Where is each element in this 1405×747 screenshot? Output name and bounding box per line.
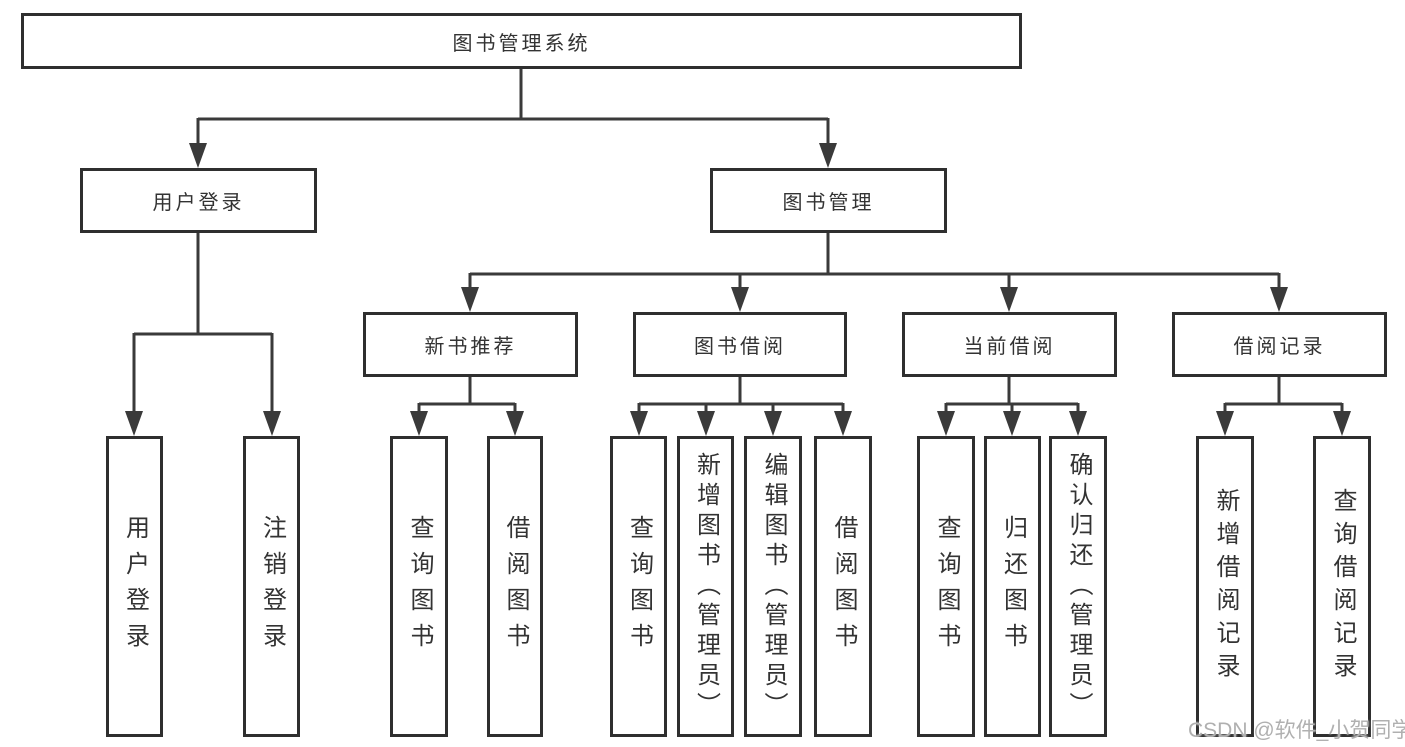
- node-label: 新书推荐: [424, 336, 517, 358]
- node-new-book-recommendation: 新书推荐: [363, 312, 578, 377]
- csdn-watermark: CSDN @软件_小贺同学: [1188, 719, 1405, 742]
- node-label: 当前借阅: [963, 336, 1056, 358]
- leaf-query-books-current: 查询图书: [917, 436, 975, 737]
- connector-borrowing-to-leaves: [630, 377, 852, 436]
- node-label: 借阅图书: [830, 514, 857, 659]
- node-book-management: 图书管理: [710, 168, 947, 233]
- node-label: 用户登录: [152, 192, 245, 214]
- leaf-borrow-books-borrowing: 借阅图书: [814, 436, 872, 737]
- node-book-borrowing: 图书借阅: [633, 312, 847, 377]
- node-label: 查询借阅记录: [1329, 487, 1356, 686]
- node-label: 查询图书: [406, 514, 433, 659]
- leaf-borrow-books-recommend: 借阅图书: [487, 436, 543, 737]
- leaf-return-books: 归还图书: [984, 436, 1041, 737]
- node-label: 查询图书: [933, 514, 960, 659]
- connector-bookmgmt-to-level3: [461, 233, 1288, 312]
- node-label: 编辑图书（管理员）: [760, 451, 787, 722]
- node-label: 确认归还（管理员）: [1065, 451, 1092, 722]
- leaf-query-books-recommend: 查询图书: [390, 436, 448, 737]
- connector-recommend-to-leaves: [410, 377, 524, 436]
- leaf-add-books-admin: 新增图书（管理员）: [677, 436, 734, 737]
- leaf-query-books-borrowing: 查询图书: [610, 436, 667, 737]
- connector-userlogin-to-leaves: [125, 233, 281, 436]
- node-label: 图书管理系统: [452, 32, 591, 55]
- node-label: 查询图书: [625, 514, 653, 659]
- connector-root-to-level2: [189, 67, 837, 168]
- node-label: 新增图书（管理员）: [692, 451, 720, 722]
- leaf-user-login: 用户登录: [106, 436, 163, 737]
- node-label: 用户登录: [121, 514, 149, 659]
- leaf-edit-books-admin: 编辑图书（管理员）: [744, 436, 802, 737]
- connector-records-to-leaves: [1216, 377, 1351, 436]
- node-library-management-system: 图书管理系统: [21, 13, 1022, 69]
- node-label: 图书借阅: [694, 336, 786, 358]
- leaf-add-borrow-record: 新增借阅记录: [1196, 436, 1254, 737]
- leaf-confirm-return-admin: 确认归还（管理员）: [1049, 436, 1107, 737]
- leaf-logout: 注销登录: [243, 436, 300, 737]
- node-label: 新增借阅记录: [1212, 487, 1239, 686]
- node-current-borrowing: 当前借阅: [902, 312, 1117, 377]
- node-label: 借阅图书: [502, 514, 529, 659]
- connector-current-to-leaves: [937, 377, 1087, 436]
- node-label: 借阅记录: [1233, 336, 1326, 358]
- node-user-login: 用户登录: [80, 168, 317, 233]
- leaf-query-borrow-record: 查询借阅记录: [1313, 436, 1371, 737]
- node-label: 归还图书: [999, 514, 1027, 659]
- node-label: 注销登录: [258, 514, 286, 659]
- node-borrowing-records: 借阅记录: [1172, 312, 1387, 377]
- node-label: 图书管理: [782, 192, 875, 214]
